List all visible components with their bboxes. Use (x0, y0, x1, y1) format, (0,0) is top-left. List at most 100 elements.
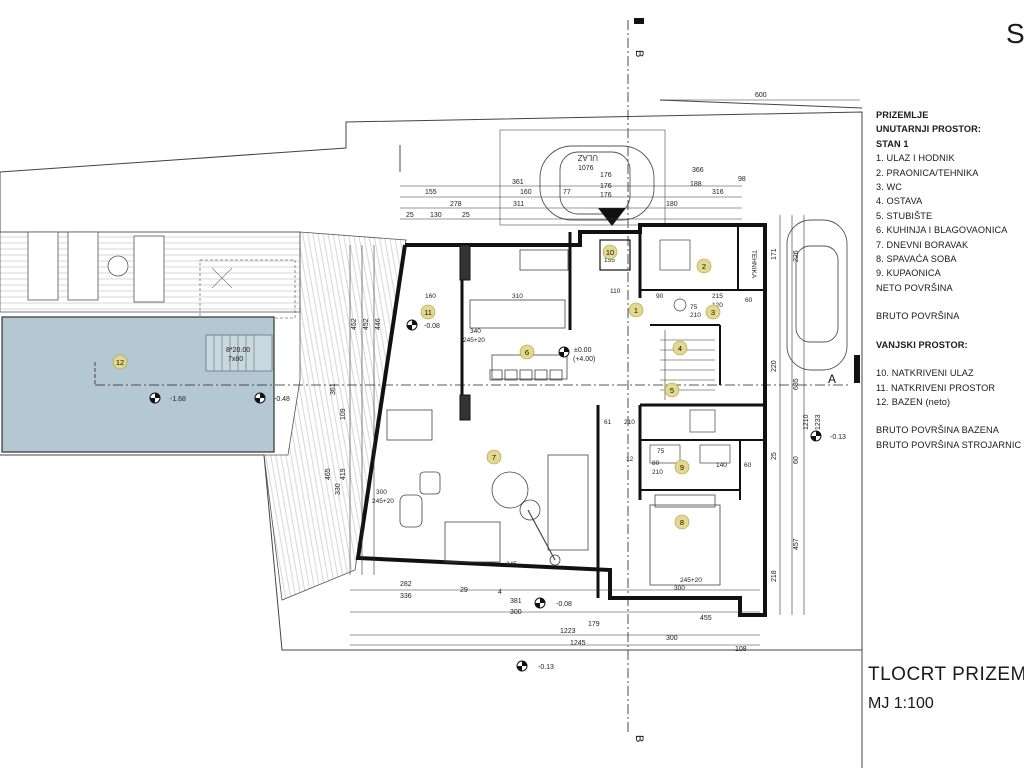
bottom-dimensions: 282 29 4 336 381 300 179 455 1223 300 10… (400, 581, 747, 653)
dim-text: 75 (657, 448, 665, 455)
room-number: 2 (702, 262, 706, 271)
legend-outdoor-item: 11. NATKRIVENI PROSTOR (876, 382, 996, 393)
level-marker-icon (516, 660, 528, 672)
room-number: 4 (678, 344, 682, 353)
legend-room-item: 5. STUBIŠTE (876, 210, 933, 221)
dim-text: 108 (735, 646, 747, 653)
dim-text: 300 (674, 585, 685, 592)
dim-text: 176 (600, 183, 612, 190)
dim-text: 226 (793, 250, 800, 262)
dim-text: 155 (425, 189, 437, 196)
dim-text: 60 (745, 297, 753, 304)
dim-text: 210 (624, 419, 635, 426)
level-marker-icon (534, 597, 546, 609)
legend-room-item: 1. ULAZ I HODNIK (876, 153, 955, 164)
dim-text: 4 (498, 589, 502, 596)
legend-heading-floor: PRIZEMLJE (876, 110, 929, 120)
dim-text: 109 (340, 408, 347, 420)
dim-text: 361 (330, 383, 337, 395)
dim-text: 278 (450, 201, 462, 208)
dim-text: 80 (652, 460, 660, 467)
level-text: -0.13 (538, 664, 554, 671)
dim-text: 366 (692, 167, 704, 174)
sheet-corner-letter: S (1006, 18, 1024, 49)
dim-text: 1223 (560, 628, 576, 635)
dim-text: 25 (771, 452, 778, 460)
section-lines (95, 20, 850, 735)
level-text: -0.48 (274, 396, 290, 403)
bathroom-fixtures (649, 239, 731, 464)
legend-heading-indoor: UNUTARNJI PROSTOR: (876, 124, 982, 135)
dim-text: 25 (462, 212, 470, 219)
dim-text: 110 (610, 288, 621, 295)
dim-text: 176 (600, 172, 612, 179)
dim-text: 282 (400, 581, 412, 588)
level-text: -0.08 (424, 323, 440, 330)
level-marker-icon (254, 392, 266, 404)
dim-text: 210 (652, 469, 663, 476)
legend-outdoor-item: 12. BAZEN (neto) (876, 396, 951, 407)
pool-dims-2: 7x80 (228, 356, 243, 363)
legend-neto: NETO POVRŠINA (876, 282, 953, 293)
right-dimensions: 171 226 220 685 1210 1233 457 218 60 25 (771, 248, 822, 582)
dim-text: 130 (430, 212, 442, 219)
level-marker-icon (558, 346, 570, 358)
room-number: 11 (424, 308, 432, 317)
dim-text: 98 (738, 176, 746, 183)
dim-text: 1233 (815, 414, 822, 430)
pool: 8*20.00 7x80 (1, 316, 275, 453)
legend-machine-bruto: BRUTO POVRŠINA STROJARNIC (876, 439, 1022, 450)
room-number: 3 (711, 308, 715, 317)
room-number: 5 (670, 386, 674, 395)
room-number: 8 (680, 518, 684, 527)
dim-text: 245+20 (372, 498, 394, 505)
section-a-label: A (828, 372, 836, 386)
dim-text: 160 (520, 189, 532, 196)
dim-text: 300 (510, 609, 522, 616)
building-walls (355, 223, 767, 617)
dim-text: 215 (712, 293, 723, 300)
dim-text: 340 (470, 328, 481, 335)
legend-room-item: 3. WC (876, 182, 903, 193)
dim-text: 330 (335, 483, 342, 495)
dimension-lines (349, 99, 860, 646)
level-text: -0.08 (556, 601, 572, 608)
level-text: -0.13 (830, 434, 846, 441)
legend-room-item: 2. PRAONICA/TEHNIKA (876, 167, 979, 178)
level-text: -1.68 (170, 396, 186, 403)
dim-text: 336 (400, 593, 412, 600)
entry-label: ULAZ (577, 153, 598, 162)
parked-cars (499, 129, 848, 371)
level-text: (+4.00) (573, 356, 595, 363)
interior-dimensions: 160 310 340 245+20 300 245+20 110 155 90… (372, 257, 753, 592)
dim-text: 381 (510, 598, 522, 605)
room-number: 10 (606, 248, 614, 257)
level-marker-icon (810, 430, 822, 442)
dim-text: 452 (363, 318, 370, 330)
dim-text: 218 (771, 570, 778, 582)
bedroom-furniture (649, 494, 721, 586)
sheet-title: TLOCRT PRIZEMLJ (868, 664, 1024, 685)
left-dimensions: 452 452 446 361 109 419 465 330 (325, 318, 382, 495)
dim-text: 160 (425, 293, 436, 300)
dim-text: 311 (513, 201, 524, 208)
dim-text: 245+20 (463, 337, 485, 344)
legend-room-item: 6. KUHINJA I BLAGOVAONICA (876, 225, 1008, 236)
level-text: ±0.00 (574, 347, 592, 354)
room-number: 12 (116, 358, 124, 367)
dim-text: 155 (604, 257, 615, 264)
dim-text: 180 (666, 201, 678, 208)
dim-text: 600 (755, 92, 767, 99)
legend-heading-outdoor: VANJSKI PROSTOR: (876, 339, 968, 350)
tech-label: TEHNIKA (750, 250, 757, 279)
dim-text: 77 (563, 189, 571, 196)
dim-text: 452 (351, 318, 358, 330)
dim-text: 120 (712, 302, 723, 309)
legend-room-item: 7. DNEVNI BORAVAK (876, 239, 969, 250)
room-tags: 1 2 3 4 5 6 7 8 9 10 11 12 (112, 244, 721, 530)
dim-text: 60 (793, 456, 800, 464)
dim-text: 457 (793, 538, 800, 550)
room-number: 6 (525, 348, 529, 357)
dim-text: 140 (716, 462, 727, 469)
